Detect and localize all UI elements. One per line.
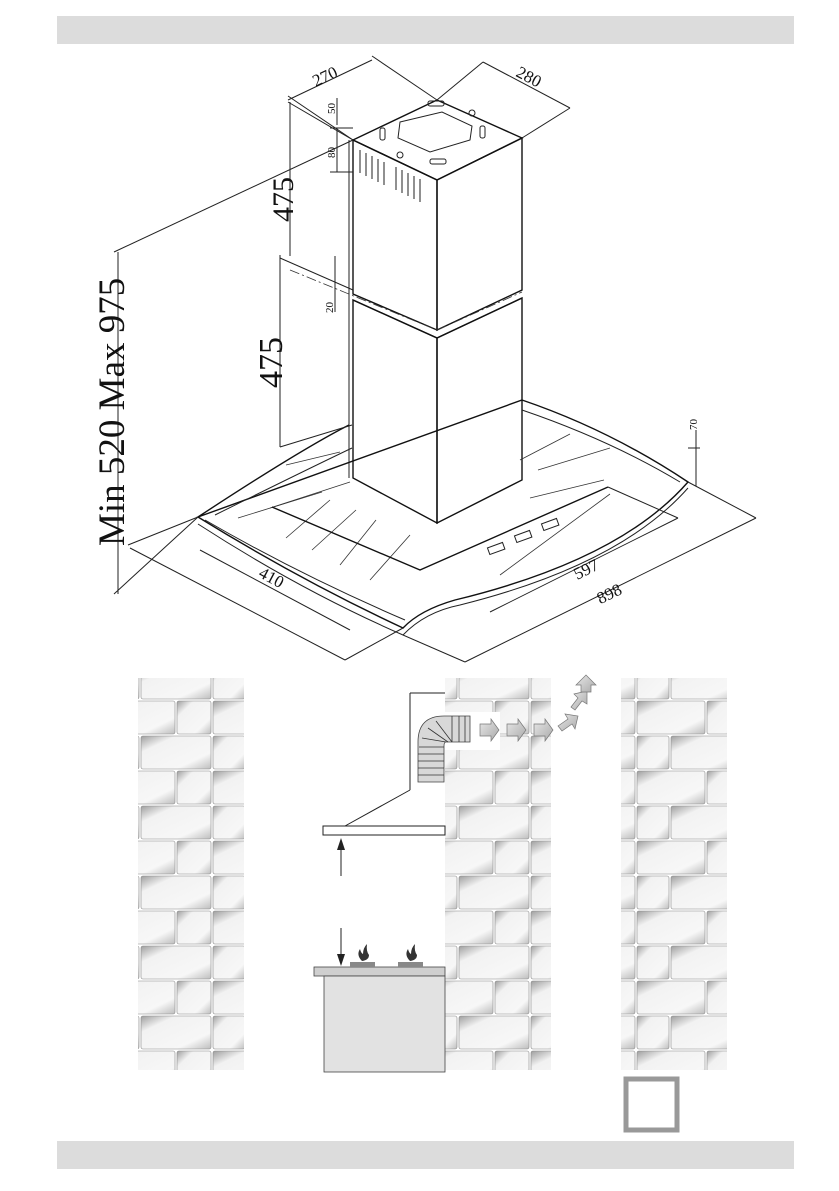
dim-depth-label: 270 [309, 63, 340, 91]
dim-height-range-label: Min 520 Max 975 [92, 278, 133, 546]
flame-icon [358, 944, 369, 961]
left-brick-wall [138, 678, 244, 1070]
dim-lower-chimney-label: 475 [253, 337, 290, 388]
dimension-labels: 270 280 50 80 475 20 475 Min 520 Max 975… [92, 63, 700, 608]
dim-hood-width-label: 898 [594, 580, 625, 608]
dim-hood-depth-label: 410 [256, 563, 287, 592]
dim-chimney-width-label: 280 [513, 63, 544, 92]
dimension-lines [114, 56, 756, 662]
clearance-arrows [337, 838, 345, 966]
cooktop-cabinet [314, 944, 445, 1072]
dim-upper-chimney-label: 475 [267, 177, 300, 222]
dim-vent-offset-label: 80 [326, 147, 338, 159]
dim-overlap-label: 20 [324, 302, 336, 314]
dim-top-offset-label: 50 [326, 103, 338, 115]
dim-glass-edge-label: 70 [688, 419, 700, 431]
flame-icon [406, 944, 417, 961]
dim-hood-inner-label: 597 [571, 555, 603, 583]
page-number-box [626, 1079, 677, 1130]
right-brick-wall [621, 678, 727, 1070]
